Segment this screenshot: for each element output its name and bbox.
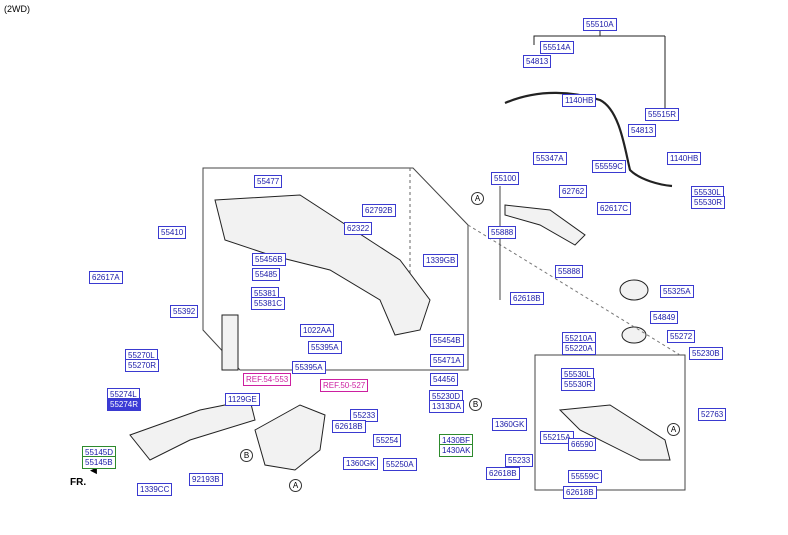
- part-number-label[interactable]: 1339CC: [137, 483, 173, 496]
- stabilizer-bracket-line: [533, 30, 601, 45]
- part-number-label[interactable]: 62617C: [597, 202, 632, 215]
- part-number-label[interactable]: 55381C: [251, 297, 286, 310]
- part-number-label[interactable]: 1140HB: [562, 94, 597, 107]
- part-number-label[interactable]: 54456: [430, 373, 459, 386]
- part-number-label[interactable]: 55347A: [533, 152, 567, 165]
- part-number-label[interactable]: 55100: [491, 172, 520, 185]
- part-number-label[interactable]: 66590: [568, 438, 597, 451]
- part-number-label[interactable]: 1360GK: [343, 457, 379, 470]
- part-number-label[interactable]: 55530L: [691, 186, 724, 199]
- callout-a: A: [471, 192, 484, 205]
- part-number-label[interactable]: 55456B: [252, 253, 286, 266]
- part-number-label[interactable]: 55888: [488, 226, 517, 239]
- variant-note: (2WD): [4, 4, 30, 14]
- callout-a: A: [667, 423, 680, 436]
- spring-pad: [619, 279, 649, 301]
- part-number-label[interactable]: 55254: [373, 434, 402, 447]
- part-number-label[interactable]: 55485: [252, 268, 281, 281]
- part-number-label[interactable]: 55250A: [383, 458, 417, 471]
- part-number-label[interactable]: 54813: [523, 55, 552, 68]
- shock-absorber: [221, 314, 239, 371]
- part-number-label[interactable]: 54813: [628, 124, 657, 137]
- part-number-label[interactable]: 1360GK: [492, 418, 528, 431]
- part-number-label[interactable]: 55325A: [660, 285, 694, 298]
- part-number-label[interactable]: 55410: [158, 226, 187, 239]
- part-number-label[interactable]: 55530R: [561, 378, 596, 391]
- part-number-label[interactable]: 55888: [555, 265, 584, 278]
- part-number-label[interactable]: 1140HB: [667, 152, 702, 165]
- part-number-label[interactable]: 1313DA: [429, 400, 464, 413]
- part-number-label[interactable]: 55395A: [308, 341, 342, 354]
- part-number-label[interactable]: 55233: [505, 454, 534, 467]
- part-number-label[interactable]: 55515R: [645, 108, 680, 121]
- part-number-label[interactable]: 55454B: [430, 334, 464, 347]
- part-number-label[interactable]: 55230B: [689, 347, 723, 360]
- part-number-label[interactable]: 55559C: [568, 470, 603, 483]
- front-direction-label: FR.: [70, 477, 87, 488]
- upper-arm: [504, 204, 586, 246]
- part-number-label[interactable]: 55395A: [292, 361, 326, 374]
- part-number-label[interactable]: 55145B: [82, 456, 116, 469]
- part-number-label[interactable]: 55272: [667, 330, 696, 343]
- part-number-label[interactable]: 54849: [650, 311, 679, 324]
- part-number-label[interactable]: 1430AK: [439, 444, 474, 457]
- part-number-label[interactable]: 1339GB: [423, 254, 459, 267]
- part-number-label[interactable]: 62762: [559, 185, 588, 198]
- part-number-label[interactable]: 55220A: [562, 342, 596, 355]
- part-number-label[interactable]: 1129GE: [225, 393, 260, 406]
- part-number-label[interactable]: 55510A: [583, 18, 617, 31]
- part-number-label[interactable]: 92193B: [189, 473, 223, 486]
- part-number-label[interactable]: 55215A: [540, 431, 574, 444]
- trailing-arm: [129, 399, 256, 461]
- part-number-label[interactable]: 55274R: [107, 398, 142, 411]
- part-number-label[interactable]: 62618B: [563, 486, 597, 499]
- part-number-label[interactable]: 62618B: [486, 467, 520, 480]
- part-number-label[interactable]: 55392: [170, 305, 199, 318]
- spring-seat: [621, 326, 647, 344]
- part-number-label[interactable]: 55477: [254, 175, 283, 188]
- knuckle: [254, 404, 326, 471]
- part-number-label[interactable]: 1022AA: [300, 324, 335, 337]
- callout-b: B: [240, 449, 253, 462]
- part-number-label[interactable]: 55381: [251, 287, 280, 300]
- part-number-label[interactable]: 62617A: [89, 271, 123, 284]
- part-number-label[interactable]: 55270R: [125, 359, 160, 372]
- callout-a: A: [289, 479, 302, 492]
- part-number-label[interactable]: 52763: [698, 408, 727, 421]
- part-number-label[interactable]: 55471A: [430, 354, 464, 367]
- part-number-label[interactable]: 55530R: [691, 196, 726, 209]
- lower-arm-right: [558, 404, 671, 461]
- reference-label[interactable]: REF.54-553: [243, 373, 292, 386]
- part-number-label[interactable]: 62792B: [362, 204, 396, 217]
- part-number-label[interactable]: 62322: [344, 222, 373, 235]
- stabilizer-bar: [504, 91, 673, 188]
- subframe-crossmember: [214, 194, 431, 336]
- reference-label[interactable]: REF.50-527: [320, 379, 369, 392]
- subframe-outline-box: [202, 167, 469, 371]
- part-number-label[interactable]: 62618B: [332, 420, 366, 433]
- callout-b: B: [469, 398, 482, 411]
- part-number-label[interactable]: 62618B: [510, 292, 544, 305]
- part-number-label[interactable]: 55514A: [540, 41, 574, 54]
- front-arrow-icon: ◀: [90, 465, 97, 475]
- lower-arm-outline-box: [534, 354, 686, 491]
- part-number-label[interactable]: 55559C: [592, 160, 627, 173]
